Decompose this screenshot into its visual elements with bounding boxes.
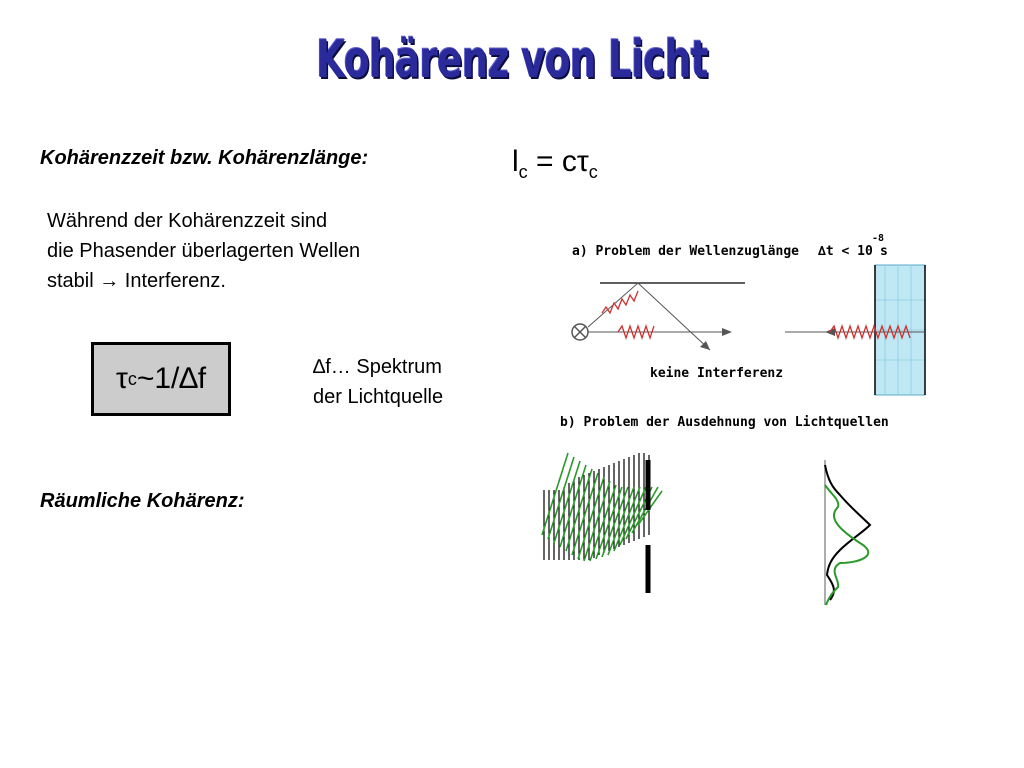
intensity-profile-green <box>824 484 870 606</box>
spectrum-line: ∆f… Spektrum <box>313 356 442 378</box>
unit-label: s <box>880 244 888 259</box>
formula-sub-c2: c <box>588 162 598 182</box>
formula-l: l <box>512 145 519 178</box>
box-tau: τ <box>115 362 128 395</box>
heading-coherence-time: Kohärenzzeit bzw. Kohärenzlänge: <box>40 147 369 169</box>
ray-reflected <box>637 282 711 351</box>
formula-sub-c: c <box>518 162 528 182</box>
formula-eq: = c <box>527 145 577 178</box>
spectrum-line: der Lichtquelle <box>313 386 444 408</box>
wave-train-red <box>829 323 911 341</box>
paragraph-line: Während der Kohärenzzeit sind <box>47 210 328 232</box>
label-b: b) Problem der Ausdehnung von Lichtquell… <box>560 415 889 430</box>
coherence-paragraph: Während der Kohärenzzeit sind die Phasen… <box>47 206 360 296</box>
delta-t-label: ∆t < 10 <box>817 244 873 259</box>
heading-spatial-coherence: Räumliche Kohärenz: <box>40 490 245 512</box>
coherence-length-formula: lc = cτc <box>512 145 598 183</box>
paragraph-line: stabil → Interferenz. <box>47 270 226 292</box>
paragraph-line: die Phasender überlagerten Wellen <box>47 240 361 262</box>
tilted-wavefronts-green <box>541 452 663 562</box>
spectrum-note: ∆f… Spektrum der Lichtquelle <box>313 352 443 412</box>
wave-train-red <box>617 323 655 341</box>
keine-interferenz-label: keine Interferenz <box>650 366 783 381</box>
formula-tau: τ <box>576 145 589 178</box>
page-title: Kohärenz von Licht <box>316 30 708 90</box>
exponent-label: -8 <box>872 233 884 244</box>
intensity-profile-black <box>824 464 872 601</box>
box-sub: c <box>127 368 137 389</box>
label-a: a) Problem der Wellenzuglänge <box>572 244 799 259</box>
coherence-diagram: a) Problem der Wellenzuglänge ∆t < 10 -8… <box>541 233 926 606</box>
wave-train-red <box>601 290 639 315</box>
box-rest: ~1/∆f <box>136 362 207 395</box>
